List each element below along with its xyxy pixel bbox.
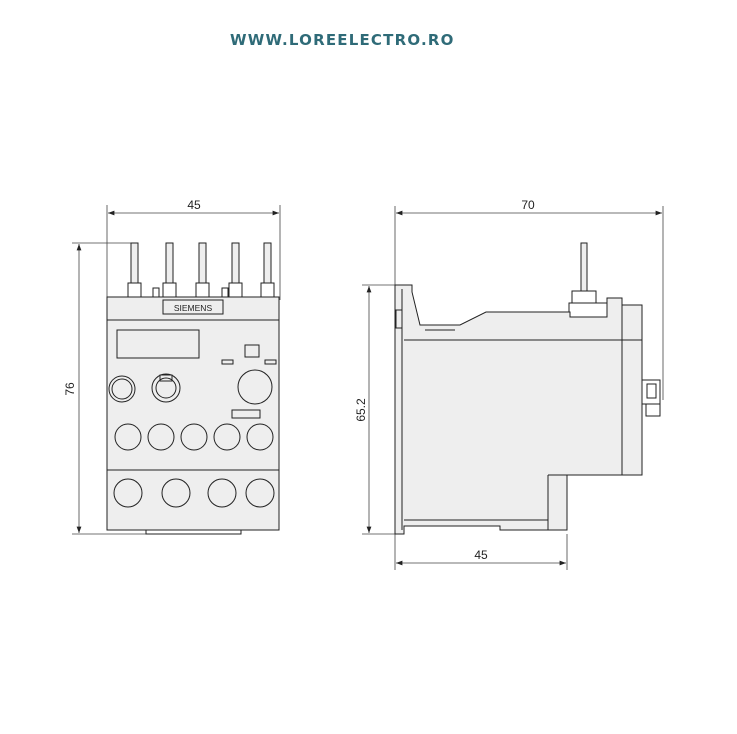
side-depth-dimension: 70 [394, 198, 664, 400]
upper-terminal-screws [114, 423, 274, 451]
front-housing [106, 296, 280, 535]
side-view: 70 65.2 45 [354, 198, 664, 570]
side-height-dimension: 65.2 [354, 284, 396, 535]
side-depth-label: 70 [521, 198, 535, 212]
brand-label: SIEMENS [174, 303, 213, 313]
side-base-dimension: 45 [394, 534, 568, 570]
front-width-dimension: 45 [106, 198, 281, 300]
rating-window [116, 329, 277, 365]
side-housing [394, 284, 643, 535]
lower-terminal-screws [113, 478, 275, 508]
front-height-label: 76 [63, 382, 77, 396]
brand-plate: SIEMENS [162, 299, 224, 315]
front-terminal-pins [127, 242, 275, 298]
side-base-label: 45 [474, 548, 488, 562]
front-height-dimension: 76 [63, 242, 150, 535]
front-width-label: 45 [187, 198, 201, 212]
side-reset-button [641, 379, 661, 417]
adjustment-controls [108, 369, 273, 419]
site-url[interactable]: WWW.LOREELECTRO.RO [230, 31, 455, 49]
side-lead-wire [568, 242, 608, 318]
front-view: 45 76 [63, 198, 281, 535]
side-height-label: 65.2 [354, 398, 368, 422]
